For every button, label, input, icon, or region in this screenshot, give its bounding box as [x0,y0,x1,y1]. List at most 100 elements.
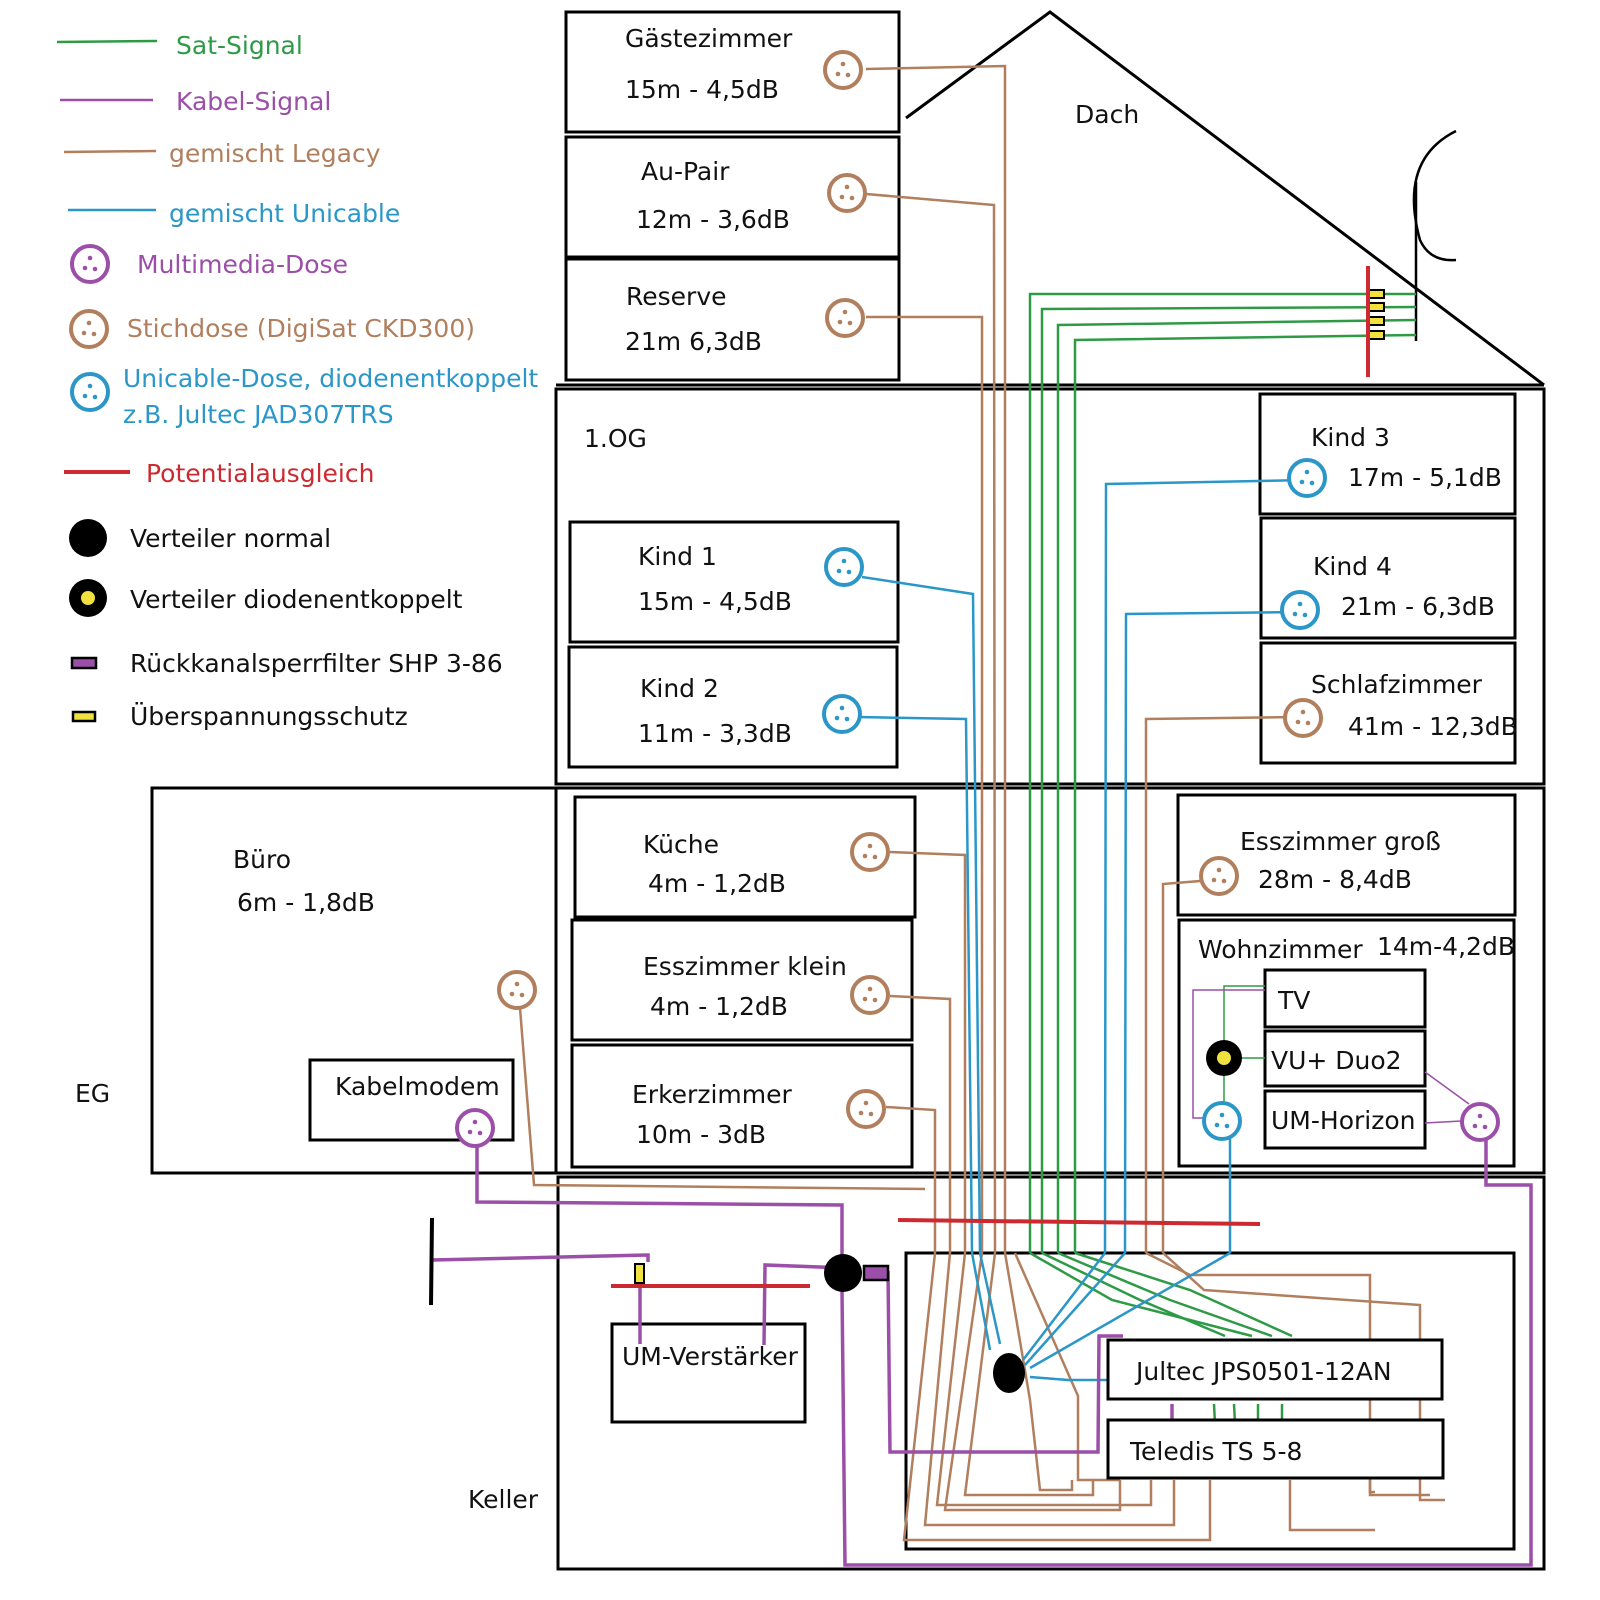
device-teledis: Teledis TS 5-8 [1106,1418,1445,1480]
socket-schlafzimmer[interactable] [1283,698,1323,738]
unicable-socket-icon [70,372,110,412]
room-spec: 21m - 6,3dB [1341,592,1495,621]
device-label: Jultec JPS0501-12AN [1134,1357,1392,1386]
legend-splitter-normal-label: Verteiler normal [130,524,331,553]
device-um-verstaerker: UM-Verstärker [610,1322,807,1424]
socket-gaestezimmer[interactable] [823,50,863,90]
splitter-normal-icon [69,519,107,557]
legend-legacy-label: gemischt Legacy [169,139,381,168]
floor-label-keller: Keller [468,1485,539,1514]
legend-potential-label: Potentialausgleich [146,459,374,488]
legend-unicable-label: gemischt Unicable [169,199,400,228]
kabel-cables [431,989,1533,1567]
device-label: VU+ Duo2 [1271,1046,1402,1075]
return-filter-icon [70,656,98,670]
legend-surge-label: Überspannungsschutz [130,702,408,731]
socket-kabelmodem[interactable] [455,1108,495,1148]
legend: Sat-Signal Kabel-Signal gemischt Legacy … [56,31,538,731]
splitter-diode-wohnzimmer [1206,1040,1242,1076]
sat-cables [1028,292,1417,1425]
socket-kind2[interactable] [822,694,862,734]
room-spec: 15m - 4,5dB [638,587,792,616]
surge-protector-icon [634,1263,645,1284]
legend-splitter-diode-label: Verteiler diodenentkoppelt [130,585,463,614]
floor-label-og: 1.OG [584,424,647,453]
room-name: Reserve [626,282,727,311]
room-spec: 15m - 4,5dB [625,75,779,104]
unicable-cables [857,478,1308,1382]
surge-protector-icon [1367,316,1385,326]
socket-reserve[interactable] [825,298,865,338]
room-name: Kind 3 [1311,423,1390,452]
socket-kind4[interactable] [1280,590,1320,630]
room-name: Wohnzimmer [1198,935,1363,964]
cable-entry-mast [429,1217,434,1306]
device-um-horizon: UM-Horizon [1263,1089,1427,1150]
house-outline [150,10,1546,1571]
device-label: Kabelmodem [335,1072,500,1101]
surge-protector-icon [1367,330,1385,340]
legend-unicable-dose-line1: Unicable-Dose, diodenentkoppelt [123,364,538,393]
room-kind3: Kind 3 17m - 5,1dB [1258,392,1517,516]
room-spec: 4m - 1,2dB [648,869,786,898]
legend-stichdose-label: Stichdose (DigiSat CKD300) [127,314,475,343]
socket-buero[interactable] [497,970,537,1010]
socket-esszimmer-klein[interactable] [850,975,890,1015]
room-spec: 11m - 3,3dB [638,719,792,748]
room-spec: 10m - 3dB [636,1120,766,1149]
room-esszimmer-klein: Esszimmer klein 4m - 1,2dB [570,918,914,1042]
room-spec: 28m - 8,4dB [1258,865,1412,894]
room-name: Esszimmer klein [643,952,847,981]
room-aupair: Au-Pair 12m - 3,6dB [564,135,901,259]
room-spec: 17m - 5,1dB [1348,463,1502,492]
room-name: Kind 2 [640,674,719,703]
room-name: Erkerzimmer [632,1080,792,1109]
device-jultec: Jultec JPS0501-12AN [1106,1338,1444,1401]
splitter-normal-unicable [993,1353,1025,1393]
satellite-dish-icon [1412,129,1457,341]
room-name: Esszimmer groß [1240,827,1441,856]
socket-wohnzimmer-unicable[interactable] [1202,1101,1242,1141]
socket-kueche[interactable] [850,832,890,872]
socket-kind3[interactable] [1287,458,1327,498]
stichdose-socket-icon [69,309,109,349]
potential-equalization [611,266,1370,1288]
room-spec: 41m - 12,3dB [1348,712,1518,741]
legend-kabel-label: Kabel-Signal [176,87,331,116]
device-label: UM-Horizon [1271,1106,1415,1135]
splitter-diode-icon [69,579,107,617]
legacy-cables [518,64,1445,1542]
room-spec: 6m - 1,8dB [237,888,375,917]
device-tv: TV [1263,968,1427,1029]
room-name: Kind 4 [1313,552,1392,581]
room-name: Schlafzimmer [1311,670,1483,699]
socket-aupair[interactable] [827,173,867,213]
room-buero: Büro 6m - 1,8dB [233,845,375,917]
legend-sat-label: Sat-Signal [176,31,303,60]
room-spec: 4m - 1,2dB [650,992,788,1021]
socket-erkerzimmer[interactable] [846,1089,886,1129]
socket-esszimmer-gross[interactable] [1199,856,1239,896]
room-spec: 21m 6,3dB [625,327,762,356]
device-label: Teledis TS 5-8 [1129,1437,1302,1466]
device-label: TV [1277,986,1310,1015]
room-name: Büro [233,845,291,874]
device-vu-duo2: VU+ Duo2 [1263,1029,1427,1088]
splitter-normal-kabel [824,1254,862,1292]
legend-legacy-line [63,149,157,154]
floor-label-dach: Dach [1075,100,1139,129]
room-spec: 12m - 3,6dB [636,205,790,234]
surge-protector-icon [71,710,97,723]
floor-label-eg: EG [75,1079,110,1108]
room-name: Gästezimmer [625,24,793,53]
legend-return-filter-label: Rückkanalsperrfilter SHP 3-86 [130,649,503,678]
room-name: Kind 1 [638,542,717,571]
socket-kind1[interactable] [824,547,864,587]
room-name: Au-Pair [641,157,730,186]
socket-wohnzimmer-multimedia[interactable] [1460,1102,1500,1142]
return-filter-icon [862,1264,890,1282]
room-name: Küche [643,830,719,859]
room-spec: 14m-4,2dB [1377,932,1515,961]
legend-multimedia-label: Multimedia-Dose [137,250,348,279]
